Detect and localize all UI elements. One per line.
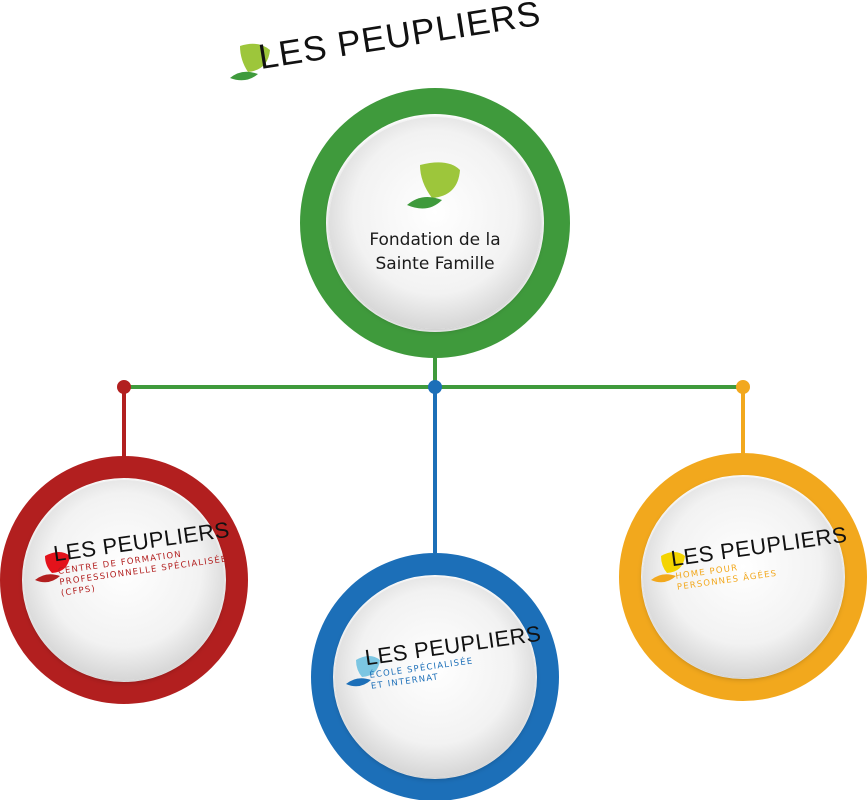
home-leaf-icon bbox=[651, 552, 685, 583]
node-ecole bbox=[311, 553, 559, 800]
node-home bbox=[619, 453, 867, 701]
center-label-line2: Sainte Famille bbox=[375, 254, 495, 274]
node-cfps bbox=[0, 456, 248, 704]
connectors bbox=[117, 352, 750, 553]
center-leaf-icon bbox=[407, 162, 460, 209]
ecole-leaf-icon bbox=[346, 656, 380, 687]
brand-leaf-icon bbox=[230, 43, 270, 81]
junction-dot-red bbox=[117, 380, 131, 394]
center-label-line1: Fondation de la bbox=[369, 230, 501, 250]
node-fondation bbox=[300, 88, 570, 358]
center-label: Fondation de la Sainte Famille bbox=[335, 228, 535, 276]
junction-dot-blue bbox=[428, 380, 442, 394]
cfps-leaf-icon bbox=[35, 552, 70, 583]
junction-dot-yellow bbox=[736, 380, 750, 394]
